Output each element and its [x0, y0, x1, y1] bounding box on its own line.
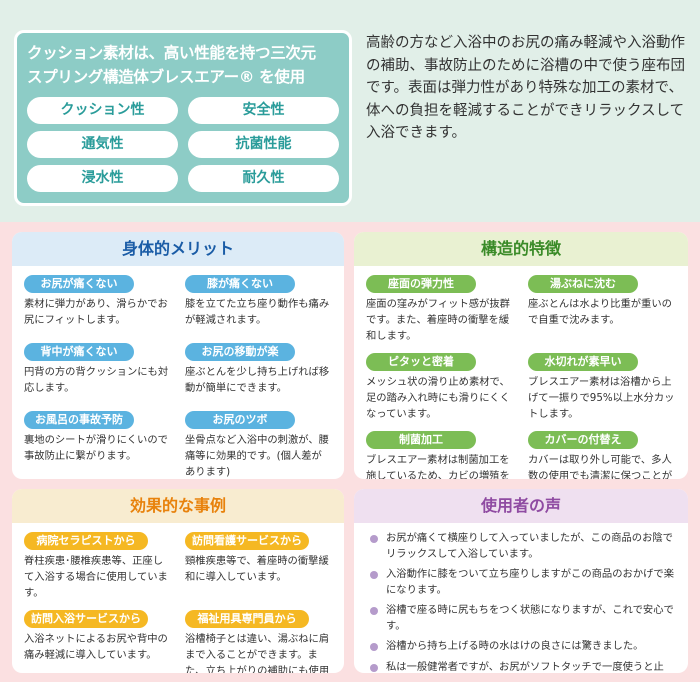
- item-label: ピタッと密着: [366, 353, 476, 371]
- section-title: 使用者の声: [354, 489, 688, 523]
- voice-item: 浴槽から持ち上げる時の水はけの良さには驚きました。: [370, 639, 674, 655]
- voice-item: 入浴動作に膝をついて立ち座りしますがこの商品のおかげで楽になります。: [370, 567, 674, 598]
- item-text: 頸椎疾患等で、着座時の衝撃緩和に導入しています。: [185, 555, 329, 583]
- voice-item: お尻が痛くて横座りして入っていましたが、この商品のお陰でリラックスして入浴してい…: [370, 531, 674, 562]
- item-label: お尻のツボ: [185, 411, 295, 429]
- item-text: 脊柱疾患･腰椎疾患等、正座して入浴する場合に使用しています。: [24, 555, 168, 599]
- feature-pill: 安全性: [188, 97, 339, 124]
- feature-item: 座面の弾力性座面の窪みがフィット感が抜群です。また、着座時の衝撃を緩和します。: [366, 272, 514, 344]
- item-label: 訪問看護サービスから: [185, 532, 309, 550]
- feature-item: お尻のツボ坐骨点など入浴中の刺激が、腰痛等に効果的です。(個人差があります): [185, 408, 332, 479]
- physical-card: 身体的メリット お尻が痛くない素材に弾力があり、滑らかでお尻にフィットします。膝…: [12, 232, 344, 479]
- feature-item: 膝が痛くない膝を立てた立ち座り動作も痛みが軽減されます。: [185, 272, 332, 334]
- feature-item: お尻が痛くない素材に弾力があり、滑らかでお尻にフィットします。: [24, 272, 171, 334]
- feature-item: お風呂の事故予防裏地のシートが滑りにくいので事故防止に繋がります。: [24, 408, 171, 479]
- structure-card: 構造的特徴 座面の弾力性座面の窪みがフィット感が抜群です。また、着座時の衝撃を緩…: [354, 232, 688, 479]
- hero-title-line: スプリング構造体ブレスエアー® を使用: [27, 68, 305, 86]
- section-title: 身体的メリット: [12, 232, 344, 266]
- feature-item: 湯ぶねに沈む座ぶとんは水より比重が重いので自重で沈みます。: [528, 272, 676, 344]
- voices-card: 使用者の声 お尻が痛くて横座りして入っていましたが、この商品のお陰でリラックスし…: [354, 489, 688, 673]
- item-text: 坐骨点など入浴中の刺激が、腰痛等に効果的です。(個人差があります): [185, 434, 329, 478]
- item-text: メッシュ状の滑り止め素材で、足の踏み入れ時にも滑りにくくなっています。: [366, 376, 510, 420]
- item-label: 訪問入浴サービスから: [24, 610, 148, 628]
- section-title: 効果的な事例: [12, 489, 344, 523]
- item-text: 裏地のシートが滑りにくいので事故防止に繋がります。: [24, 434, 168, 462]
- section-title: 構造的特徴: [354, 232, 688, 266]
- item-label: 病院セラピストから: [24, 532, 148, 550]
- feature-item: お尻の移動が楽座ぶとんを少し持ち上げれば移動が簡単にできます。: [185, 340, 332, 402]
- item-text: 素材に弾力があり、滑らかでお尻にフィットします。: [24, 298, 168, 326]
- item-label: 膝が痛くない: [185, 275, 295, 293]
- feature-item: 病院セラピストから脊柱疾患･腰椎疾患等、正座して入浴する場合に使用しています。: [24, 529, 171, 601]
- feature-item: ピタッと密着メッシュ状の滑り止め素材で、足の踏み入れ時にも滑りにくくなっています…: [366, 350, 514, 422]
- feature-list: クッション性 安全性 通気性 抗菌性能 浸水性 耐久性: [27, 97, 339, 192]
- item-text: ブレスエアー素材は浴槽から上げて一振りで95%以上水分カットします。: [528, 376, 675, 420]
- cases-card: 効果的な事例 病院セラピストから脊柱疾患･腰椎疾患等、正座して入浴する場合に使用…: [12, 489, 344, 673]
- item-text: 入浴ネットによるお尻や背中の痛み軽減に導入しています。: [24, 633, 168, 661]
- item-text: 円背の方の背クッションにも対応します。: [24, 366, 169, 394]
- feature-pill: 浸水性: [27, 165, 178, 192]
- item-text: ブレスエアー素材は制菌加工を施しているため、カビの増殖を抑制します。: [366, 454, 510, 479]
- item-text: 浴槽椅子とは違い、湯ぶねに肩まで入ることができます。また、立ち上がりの補助にも使…: [185, 633, 330, 673]
- feature-item: 福祉用具専門員から浴槽椅子とは違い、湯ぶねに肩まで入ることができます。また、立ち…: [185, 607, 332, 673]
- item-text: 座ぶとんは水より比重が重いので自重で沈みます。: [528, 298, 672, 326]
- feature-item: カバーの付替えカバーは取り外し可能で、多人数の使用でも清潔に保つことができます。…: [528, 428, 676, 479]
- feature-pill: クッション性: [27, 97, 178, 124]
- intro-text: 高齢の方など入浴中のお尻の痛み軽減や入浴動作の補助、事故防止のために浴槽の中で使…: [366, 35, 685, 141]
- hero-title-line: クッション素材は、高い性能を持つ三次元: [27, 44, 316, 62]
- item-label: 背中が痛くない: [24, 343, 134, 361]
- feature-item: 訪問入浴サービスから入浴ネットによるお尻や背中の痛み軽減に導入しています。: [24, 607, 171, 673]
- item-label: お尻の移動が楽: [185, 343, 295, 361]
- hero-panel: クッション素材は、高い性能を持つ三次元スプリング構造体ブレスエアー® を使用 ク…: [14, 30, 352, 206]
- feature-pill: 通気性: [27, 131, 178, 158]
- item-text: 座ぶとんを少し持ち上げれば移動が簡単にできます。: [185, 366, 330, 394]
- item-label: 座面の弾力性: [366, 275, 476, 293]
- item-label: 制菌加工: [366, 431, 476, 449]
- item-label: お風呂の事故予防: [24, 411, 134, 429]
- item-label: お尻が痛くない: [24, 275, 134, 293]
- voice-item: 浴槽で座る時に尻もちをつく状態になりますが、これで安心です。: [370, 603, 674, 634]
- item-label: 福祉用具専門員から: [185, 610, 309, 628]
- item-text: 座面の窪みがフィット感が抜群です。また、着座時の衝撃を緩和します。: [366, 298, 510, 342]
- feature-pill: 抗菌性能: [188, 131, 339, 158]
- item-label: 水切れが素早い: [528, 353, 638, 371]
- item-text: カバーは取り外し可能で、多人数の使用でも清潔に保つことができます。(カバーのみ別…: [528, 454, 673, 479]
- item-text: 膝を立てた立ち座り動作も痛みが軽減されます。: [185, 298, 330, 326]
- feature-pill: 耐久性: [188, 165, 339, 192]
- voice-list: お尻が痛くて横座りして入っていましたが、この商品のお陰でリラックスして入浴してい…: [354, 523, 688, 673]
- feature-item: 訪問看護サービスから頸椎疾患等で、着座時の衝撃緩和に導入しています。: [185, 529, 332, 601]
- hero-title: クッション素材は、高い性能を持つ三次元スプリング構造体ブレスエアー® を使用: [27, 41, 339, 89]
- item-label: 湯ぶねに沈む: [528, 275, 638, 293]
- feature-item: 背中が痛くない円背の方の背クッションにも対応します。: [24, 340, 171, 402]
- voice-item: 私は一般健常者ですが、お尻がソフトタッチで一度使うと止められません。: [370, 660, 674, 674]
- feature-item: 水切れが素早いブレスエアー素材は浴槽から上げて一振りで95%以上水分カットします…: [528, 350, 676, 422]
- item-label: カバーの付替え: [528, 431, 638, 449]
